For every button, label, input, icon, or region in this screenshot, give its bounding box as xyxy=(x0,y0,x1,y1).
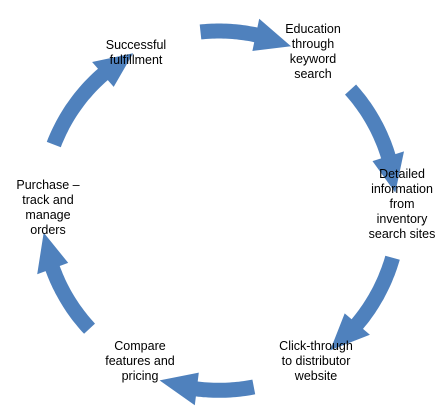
stage-label-line: Successful xyxy=(105,38,167,52)
arrow-compare-to-purchase xyxy=(37,232,95,334)
arrow-education-to-detailed xyxy=(345,84,404,193)
stage-label-line: Click-through xyxy=(279,339,353,353)
stage-label-line: track and xyxy=(22,193,74,207)
stage-label-line: pricing xyxy=(121,369,159,383)
stage-label-line: Compare xyxy=(114,339,166,353)
arrow-detailed-to-click xyxy=(330,255,400,351)
stage-label-line: search xyxy=(294,67,332,81)
arrow-purchase-to-fulfillment xyxy=(46,53,134,148)
arrow-fulfillment-to-education xyxy=(199,18,291,51)
stage-label-line: orders xyxy=(30,223,66,237)
stage-label-line: information xyxy=(371,182,433,196)
stage-label-line: website xyxy=(294,369,338,383)
stage-label-line: keyword xyxy=(289,52,337,66)
stage-label-line: through xyxy=(291,37,335,51)
stage-label-line: Detailed xyxy=(379,167,425,181)
stage-label-line: Education xyxy=(285,22,341,36)
stage-label-line: search sites xyxy=(368,227,436,241)
stage-label-line: to distributor xyxy=(281,354,351,368)
stage-label-line: fulfillment xyxy=(109,53,163,67)
stage-label-line: from xyxy=(389,197,415,211)
stage-label-line: features and xyxy=(105,354,175,368)
stage-label-line: Purchase – xyxy=(16,178,80,192)
stage-label-line: inventory xyxy=(376,212,428,226)
arrow-click-to-compare xyxy=(159,372,256,406)
stage-label-line: manage xyxy=(25,208,71,222)
